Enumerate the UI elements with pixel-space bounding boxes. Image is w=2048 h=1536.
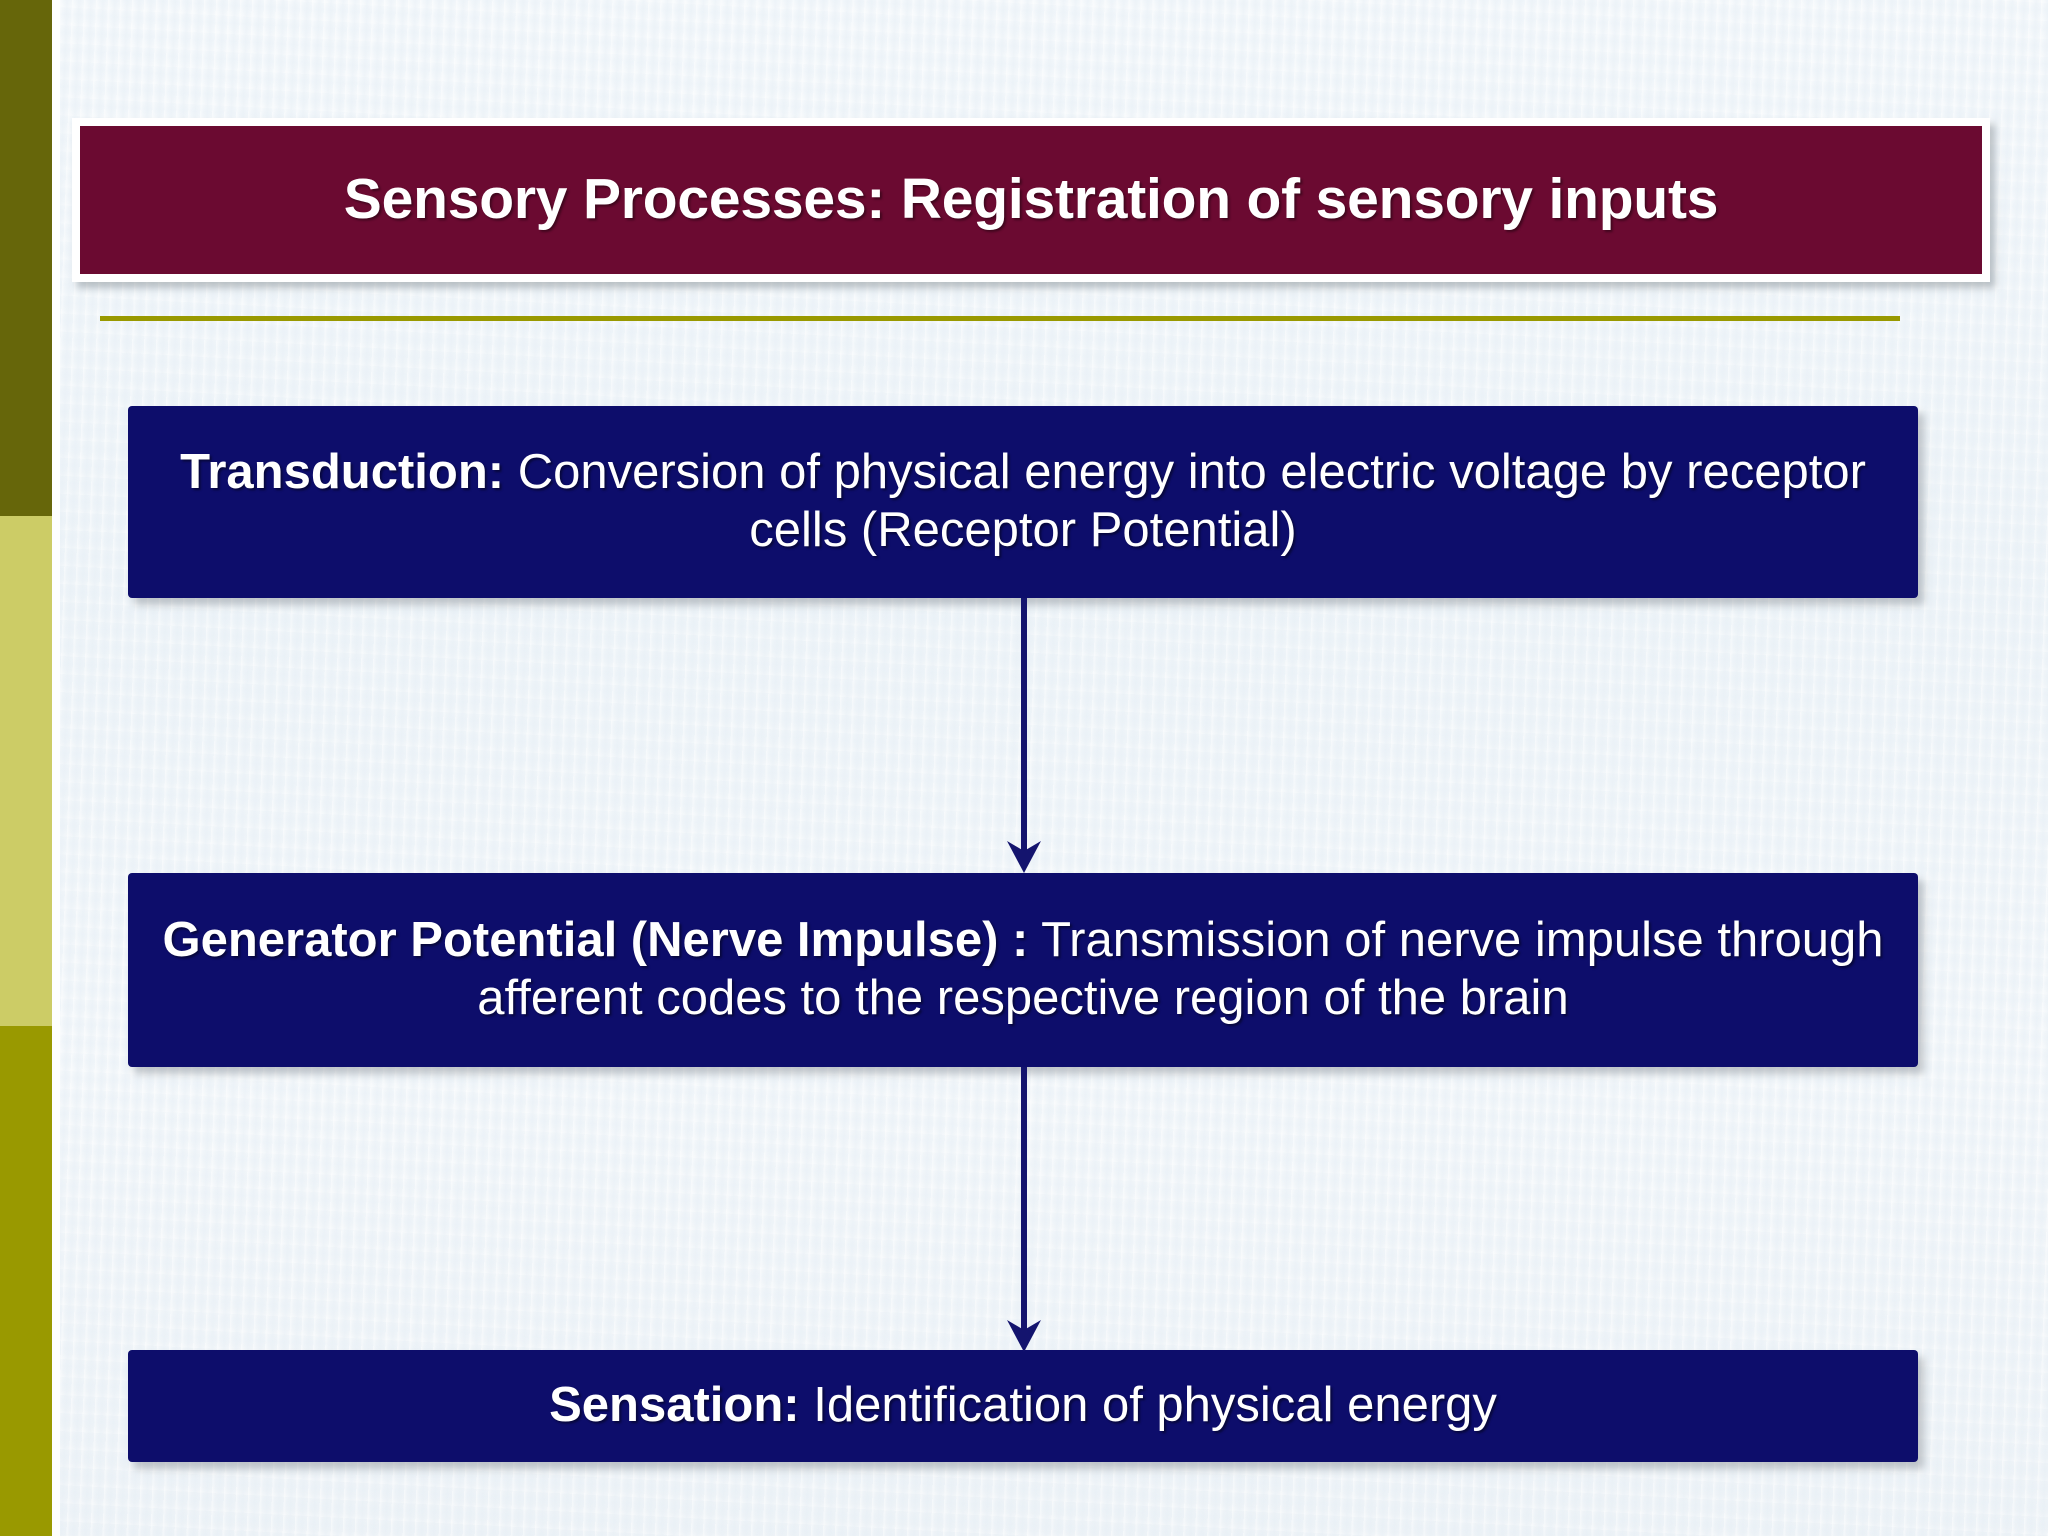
flow-step-generator-potential-body: Transmission of nerve impulse through af…: [477, 913, 1884, 1025]
flow-step-generator-potential-text: Generator Potential (Nerve Impulse) : Tr…: [150, 912, 1896, 1028]
gold-divider-line: [100, 316, 1900, 321]
slide-title-bar: Sensory Processes: Registration of senso…: [80, 126, 1982, 274]
flow-step-generator-potential: Generator Potential (Nerve Impulse) : Tr…: [128, 873, 1918, 1067]
flow-step-generator-potential-label: Generator Potential (Nerve Impulse) :: [162, 913, 1029, 968]
flow-step-sensation-body: Identification of physical energy: [799, 1378, 1497, 1433]
flow-step-transduction-body: Conversion of physical energy into elect…: [504, 445, 1866, 557]
flow-step-transduction: Transduction: Conversion of physical ene…: [128, 406, 1918, 598]
flow-step-sensation-label: Sensation:: [549, 1378, 800, 1433]
slide-title-frame: Sensory Processes: Registration of senso…: [72, 118, 1990, 282]
arrow-transduction-to-generator: [1000, 598, 1048, 876]
page-title: Sensory Processes: Registration of senso…: [343, 167, 1719, 232]
left-color-bands: [0, 0, 52, 1536]
flow-step-transduction-text: Transduction: Conversion of physical ene…: [150, 444, 1896, 560]
sidebar-gap: [52, 0, 60, 1536]
sidebar-band-olive-yellow: [0, 1026, 52, 1536]
flow-step-sensation-text: Sensation: Identification of physical en…: [549, 1377, 1497, 1435]
arrow-generator-to-sensation: [1000, 1067, 1048, 1355]
sidebar-band-dark-olive: [0, 0, 52, 516]
flow-step-transduction-label: Transduction:: [180, 445, 505, 500]
flow-step-sensation: Sensation: Identification of physical en…: [128, 1350, 1918, 1462]
sidebar-band-light-khaki: [0, 516, 52, 1026]
